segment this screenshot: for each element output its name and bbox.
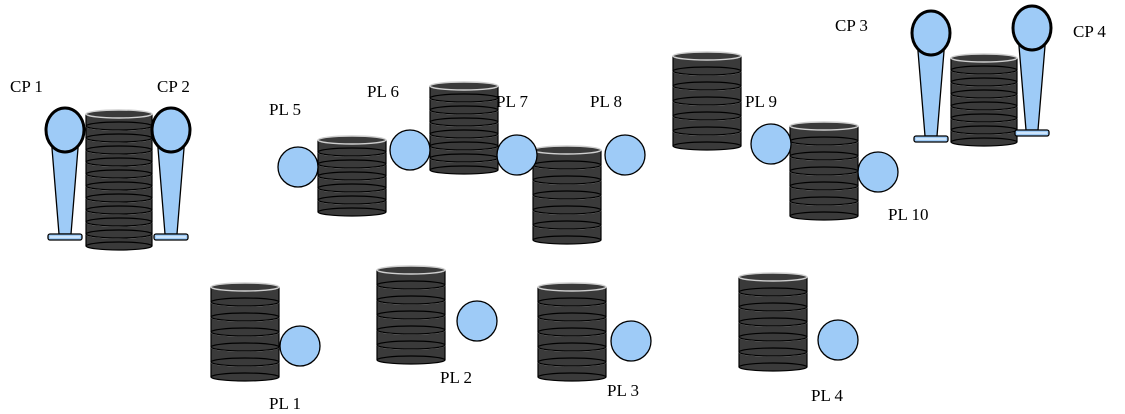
pl5-node	[277, 146, 319, 188]
cp2-control-node-icon	[150, 106, 192, 241]
disk-icon	[537, 282, 607, 307]
disk-icon	[532, 145, 602, 170]
label-pl4: PL 4	[811, 386, 843, 405]
cp4-control-node-icon	[1011, 4, 1053, 137]
disk-stack-pl10	[789, 121, 859, 221]
label-pl8: PL 8	[590, 92, 622, 111]
disk-stack-pl9	[672, 51, 742, 151]
label-pl1: PL 1	[269, 394, 301, 413]
disk-icon	[210, 282, 280, 307]
pl3-node	[610, 320, 652, 362]
pl7-node	[496, 134, 538, 176]
disk-stack-pl1	[210, 282, 280, 382]
label-pl7: PL 7	[496, 92, 528, 111]
disk-icon	[376, 265, 446, 290]
label-cp4: CP 4	[1073, 22, 1106, 41]
label-pl9: PL 9	[745, 92, 777, 111]
disk-stack-pl8	[532, 145, 602, 245]
disk-stack-pl6-7	[429, 81, 499, 175]
disk-icon	[950, 53, 1018, 75]
disk-stack-pl2	[376, 265, 446, 365]
label-cp2: CP 2	[157, 77, 190, 96]
disk-stack-cp34	[950, 53, 1018, 147]
disk-stack-pl4	[738, 272, 808, 372]
pl1-node	[279, 325, 321, 367]
disk-icon	[789, 121, 859, 146]
control-pillars	[44, 4, 1053, 241]
disk-icon	[429, 81, 499, 103]
pl10-node	[857, 151, 899, 193]
disk-icon	[85, 109, 153, 131]
pl2-node	[456, 300, 498, 342]
pl9-node	[750, 123, 792, 165]
label-pl2: PL 2	[440, 368, 472, 387]
label-pl5: PL 5	[269, 100, 301, 119]
disk-icon	[738, 272, 808, 297]
label-pl10: PL 10	[888, 205, 928, 224]
cp1-control-node-icon	[44, 106, 86, 241]
label-pl3: PL 3	[607, 381, 639, 400]
disk-icon	[317, 135, 387, 157]
disk-stack-cp12	[85, 109, 153, 251]
pl6-node	[389, 129, 431, 171]
pl4-node	[817, 319, 859, 361]
disk-stack-pl5	[317, 135, 387, 217]
label-cp3: CP 3	[835, 16, 868, 35]
pl8-node	[604, 134, 646, 176]
cp3-control-node-icon	[910, 9, 952, 143]
disk-icon	[672, 51, 742, 76]
planet-nodes	[277, 123, 899, 367]
disk-stack-pl3	[537, 282, 607, 382]
label-pl6: PL 6	[367, 82, 399, 101]
disk-stacks	[85, 51, 1018, 382]
label-cp1: CP 1	[10, 77, 43, 96]
